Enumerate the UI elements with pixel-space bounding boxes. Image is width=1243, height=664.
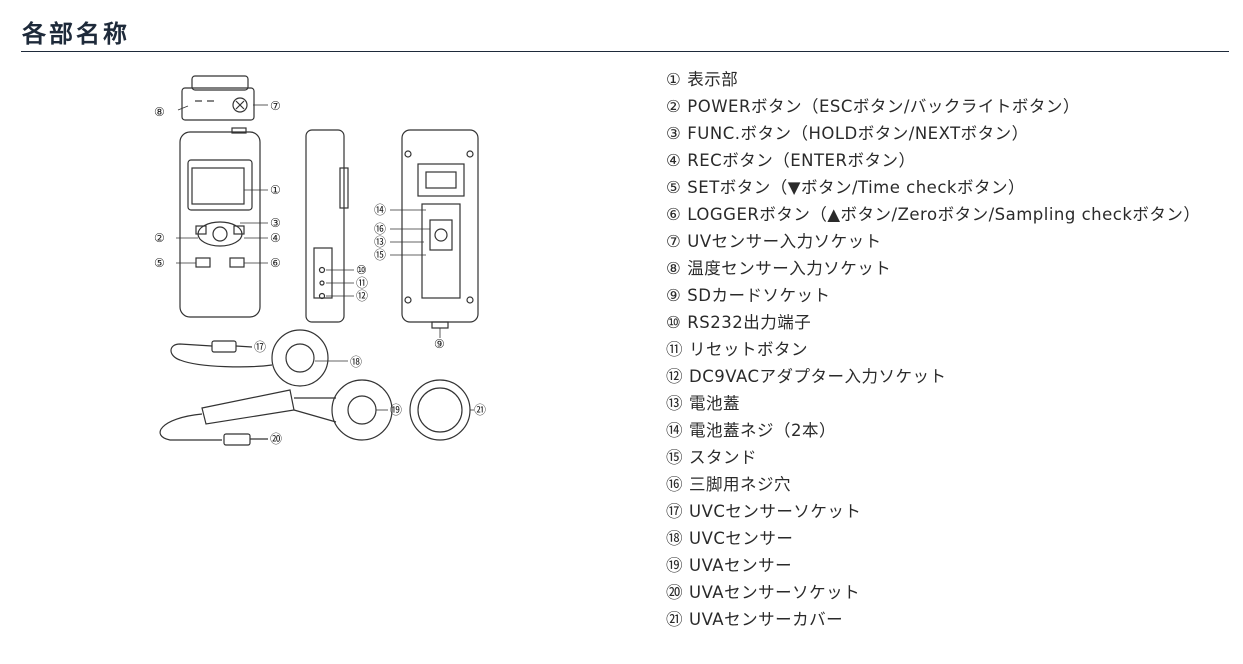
item-number: ⑦	[666, 232, 682, 251]
list-item: ⑦ UVセンサー入力ソケット	[666, 228, 1206, 255]
item-label: UVCセンサー	[689, 529, 794, 548]
list-item: ⑨ SDカードソケット	[666, 282, 1206, 309]
list-item: ⑤ SETボタン（▼ボタン/Time checkボタン）	[666, 174, 1206, 201]
item-label: RECボタン（ENTERボタン）	[687, 151, 916, 170]
callout-14: ⑭	[374, 203, 386, 217]
item-number: ⑭	[666, 421, 683, 440]
callout-1: ①	[270, 183, 281, 197]
item-number: ⑫	[666, 367, 683, 386]
callout-12: ⑫	[356, 289, 368, 303]
item-number: ③	[666, 124, 682, 143]
list-item: ⑯ 三脚用ネジ穴	[666, 471, 1206, 498]
callout-13: ⑬	[374, 235, 386, 249]
list-item: ⑰ UVCセンサーソケット	[666, 498, 1206, 525]
callout-16: ⑯	[374, 222, 386, 236]
item-number: ⑱	[666, 529, 683, 548]
list-item: ⑮ スタンド	[666, 444, 1206, 471]
item-label: UVAセンサーソケット	[689, 583, 861, 602]
item-label: UVAセンサー	[689, 556, 793, 575]
meter-back-view	[390, 129, 479, 338]
callout-7: ⑦	[270, 99, 281, 113]
list-item: ② POWERボタン（ESCボタン/バックライトボタン）	[666, 93, 1206, 120]
list-item: ⑭ 電池蓋ネジ（2本）	[666, 417, 1206, 444]
item-number: ⑧	[666, 259, 682, 278]
callout-9: ⑨	[434, 337, 445, 351]
title-divider	[21, 51, 1229, 52]
item-number: ⑳	[666, 583, 683, 602]
item-label: UVCセンサーソケット	[689, 502, 862, 521]
item-label: スタンド	[689, 448, 757, 467]
list-item: ⑳ UVAセンサーソケット	[666, 579, 1206, 606]
callout-4: ④	[270, 231, 281, 245]
callout-15: ⑮	[374, 248, 386, 262]
item-number: ⑯	[666, 475, 683, 494]
parts-list: ① 表示部 ② POWERボタン（ESCボタン/バックライトボタン） ③ FUNC.ボ…	[666, 66, 1206, 633]
item-label: 温度センサー入力ソケット	[687, 259, 892, 278]
item-label: SDカードソケット	[687, 286, 831, 305]
item-label: FUNC.ボタン（HOLDボタン/NEXTボタン）	[687, 124, 1029, 143]
item-number: ①	[666, 70, 682, 89]
item-label: RS232出力端子	[687, 313, 812, 332]
item-label: POWERボタン（ESCボタン/バックライトボタン）	[687, 97, 1080, 116]
list-item: ⑫ DC9VACアダプター入力ソケット	[666, 363, 1206, 390]
list-item: ㉑ UVAセンサーカバー	[666, 606, 1206, 633]
item-number: ⑥	[666, 205, 682, 224]
item-number: ⑨	[666, 286, 682, 305]
list-item: ⑬ 電池蓋	[666, 390, 1206, 417]
callout-21: ㉑	[474, 403, 486, 417]
callout-8: ⑧	[154, 105, 165, 119]
meter-front-view	[176, 127, 268, 318]
item-label: SETボタン（▼ボタン/Time checkボタン）	[687, 178, 1025, 197]
meter-side-view	[305, 129, 354, 323]
item-label: 表示部	[687, 70, 739, 89]
item-number: ⑰	[666, 502, 683, 521]
list-item: ⑧ 温度センサー入力ソケット	[666, 255, 1206, 282]
callout-2: ②	[154, 231, 165, 245]
list-item: ⑥ LOGGERボタン（▲ボタン/Zeroボタン/Sampling checkボタ…	[666, 201, 1206, 228]
uvc-sensor-illustration	[170, 329, 348, 387]
item-label: LOGGERボタン（▲ボタン/Zeroボタン/Sampling checkボタン…	[687, 205, 1201, 224]
callout-6: ⑥	[270, 256, 281, 270]
item-number: ②	[666, 97, 682, 116]
item-label: UVAセンサーカバー	[689, 610, 844, 629]
device-parts-diagram: ① ② ③ ④ ⑤ ⑥ ⑦ ⑧ ⑨ ⑩ ⑪ ⑫ ⑬ ⑭ ⑮ ⑯ ⑰ ⑱ ⑲ ⑳ …	[154, 75, 486, 446]
item-number: ㉑	[666, 610, 683, 629]
callout-20: ⑳	[270, 432, 282, 446]
item-number: ⑤	[666, 178, 682, 197]
callout-18: ⑱	[350, 355, 362, 369]
callout-10: ⑩	[356, 263, 367, 277]
item-number: ④	[666, 151, 682, 170]
page-title: 各部名称	[22, 20, 130, 48]
callout-17: ⑰	[254, 340, 266, 354]
list-item: ③ FUNC.ボタン（HOLDボタン/NEXTボタン）	[666, 120, 1206, 147]
list-item: ① 表示部	[666, 66, 1206, 93]
item-label: 電池蓋ネジ（2本）	[689, 421, 836, 440]
item-number: ⑮	[666, 448, 683, 467]
callout-3: ③	[270, 216, 281, 230]
item-label: 電池蓋	[689, 394, 740, 413]
callout-11: ⑪	[356, 276, 368, 290]
list-item: ④ RECボタン（ENTERボタン）	[666, 147, 1206, 174]
uva-sensor-illustration	[159, 379, 474, 446]
item-label: UVセンサー入力ソケット	[687, 232, 882, 251]
item-label: 三脚用ネジ穴	[689, 475, 791, 494]
item-label: リセットボタン	[689, 340, 808, 359]
item-number: ⑬	[666, 394, 683, 413]
list-item: ⑲ UVAセンサー	[666, 552, 1206, 579]
list-item: ⑱ UVCセンサー	[666, 525, 1206, 552]
item-number: ⑪	[666, 340, 683, 359]
callout-19: ⑲	[390, 403, 402, 417]
item-label: DC9VACアダプター入力ソケット	[689, 367, 947, 386]
meter-top-view	[177, 75, 268, 121]
list-item: ⑩ RS232出力端子	[666, 309, 1206, 336]
callout-5: ⑤	[154, 256, 165, 270]
item-number: ⑩	[666, 313, 682, 332]
list-item: ⑪ リセットボタン	[666, 336, 1206, 363]
item-number: ⑲	[666, 556, 683, 575]
